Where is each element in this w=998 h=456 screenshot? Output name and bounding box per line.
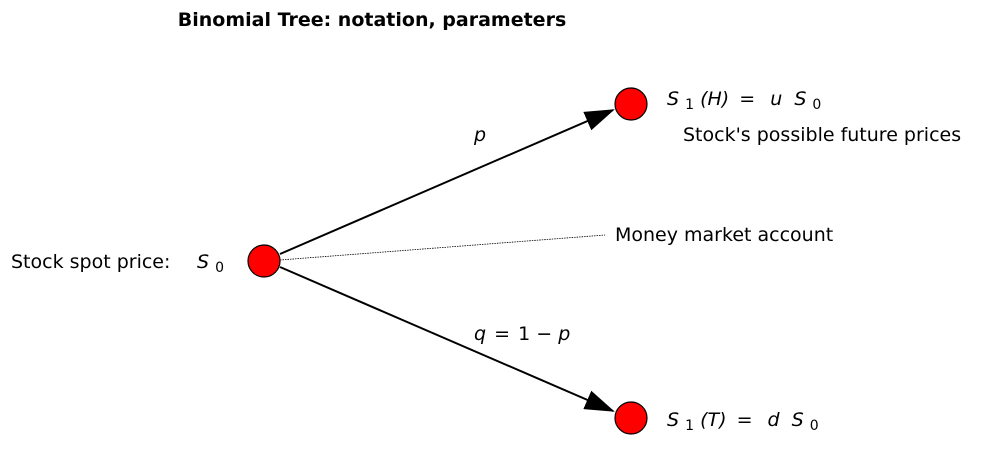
down-node — [614, 401, 648, 435]
root-node — [247, 244, 281, 278]
down-node-label: S 1 (T) = d S 0 — [667, 409, 819, 435]
down-equals: = — [737, 409, 753, 431]
down-subscript: 1 — [685, 418, 694, 434]
root-symbol: S — [197, 251, 209, 273]
down-prob-eq: = — [494, 323, 510, 345]
up-state: (H) — [700, 88, 729, 110]
up-equals: = — [739, 88, 755, 110]
down-prob-p: p — [557, 323, 570, 345]
up-factor: u — [770, 88, 782, 110]
root-label-text: Stock spot price: — [11, 251, 170, 273]
up-node-label: S 1 (H) = u S 0 — [667, 88, 821, 114]
diagram-title: Binomial Tree: notation, parameters — [178, 9, 567, 31]
up-probability-label: p — [473, 124, 486, 146]
money-market-annotation: Money market account — [615, 224, 833, 246]
down-factor: d — [768, 409, 781, 431]
money-market-pointer-line — [279, 234, 606, 261]
down-prob-q: q — [474, 323, 486, 345]
down-base-symbol: S — [792, 409, 804, 431]
down-prob-one: 1 — [518, 323, 530, 345]
up-base-symbol: S — [794, 88, 806, 110]
down-base-subscript: 0 — [810, 418, 819, 434]
up-node — [614, 87, 648, 121]
future-prices-annotation: Stock's possible future prices — [683, 124, 961, 146]
up-edge-arrow — [279, 109, 615, 255]
down-symbol: S — [667, 409, 679, 431]
root-node-label: Stock spot price: S 0 — [11, 251, 224, 276]
down-probability-label: q = 1 − p — [474, 323, 570, 345]
up-symbol: S — [667, 88, 679, 110]
up-base-subscript: 0 — [812, 97, 821, 113]
up-subscript: 1 — [685, 97, 694, 113]
root-subscript: 0 — [215, 260, 224, 276]
down-prob-minus: − — [536, 323, 552, 345]
down-edge-arrow — [279, 266, 615, 412]
down-state: (T) — [700, 409, 726, 431]
